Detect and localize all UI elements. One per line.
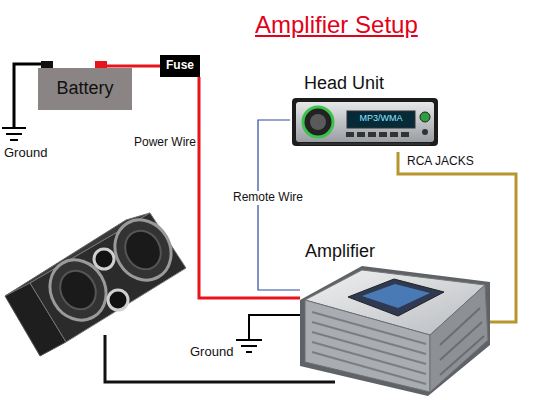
wire-label: Remote Wire (229, 191, 307, 205)
head-unit-device-part (292, 98, 438, 146)
head-unit-device-part (346, 132, 354, 137)
power-wire (199, 77, 300, 298)
remote-wire (258, 120, 300, 290)
wire-label: RCA JACKS (407, 155, 497, 169)
amplifier-device-part (440, 322, 482, 360)
battery-box: Battery (38, 68, 132, 110)
amplifier-device-part (440, 308, 480, 345)
amplifier-device-part (300, 266, 490, 396)
head-unit-device-part (310, 114, 326, 130)
amplifier-device-part (312, 332, 426, 364)
subwoofer-box-part (118, 224, 167, 276)
head-unit: Head Unit (290, 72, 440, 152)
amplifier-device-part (312, 342, 426, 374)
amplifier-ground (236, 315, 306, 352)
diagram-title: Amplifier Setup (255, 11, 495, 39)
amplifier-device-part (430, 285, 488, 392)
ground-label: Ground (190, 345, 246, 360)
amplifier-device-part (312, 322, 426, 354)
head-unit-device-part (390, 132, 398, 137)
amplifier-device-part (348, 279, 444, 316)
battery-ground-part (6, 133, 22, 135)
head-unit-device-part (401, 132, 409, 137)
head-unit-device-part (422, 129, 428, 135)
subwoofer-box-part (39, 250, 117, 331)
battery-ground-part (10, 139, 18, 141)
head-unit-device (292, 98, 438, 146)
amplifier-device-part (312, 312, 426, 344)
node-label: Head Unit (304, 74, 440, 94)
subwoofer-box-part (108, 290, 128, 310)
subwoofer-box-part (94, 249, 114, 269)
amplifier-device-part (362, 284, 430, 308)
amplifier-device-part (305, 300, 430, 392)
head-unit-device-part (379, 132, 387, 137)
head-unit-device-part (303, 107, 333, 137)
subwoofer-box (5, 210, 186, 356)
node-label: Fuse (166, 59, 194, 72)
ground-label: Ground (4, 146, 60, 161)
head-unit-device-part (420, 112, 430, 122)
amplifier-ground-part (236, 339, 262, 341)
amplifier-ground-part (241, 345, 257, 347)
head-unit-device-part (368, 132, 376, 137)
display-text: MP3/WMA (347, 113, 415, 123)
rca-cable (398, 152, 516, 322)
node-label: Battery (56, 79, 113, 99)
fuse-box: Fuse (160, 55, 200, 77)
amplifier-device (300, 266, 490, 396)
head-unit-device-part (296, 102, 434, 142)
head-unit-device-part (300, 144, 430, 145)
amplifier-unit: Amplifier (300, 240, 490, 395)
head-unit-device-part (357, 132, 365, 137)
node-label: Amplifier (305, 242, 490, 262)
subwoofer-box-part (104, 210, 182, 291)
head-unit-device-part (347, 111, 415, 128)
subwoofer-box-part (53, 264, 102, 316)
amplifier-ground-part (249, 315, 306, 340)
amplifier-device-part (440, 336, 484, 375)
amplifier-device-part (312, 352, 426, 384)
amplifier-ground-part (246, 351, 252, 353)
wire-label: Power Wire (126, 136, 196, 150)
battery-ground-part (2, 127, 26, 129)
